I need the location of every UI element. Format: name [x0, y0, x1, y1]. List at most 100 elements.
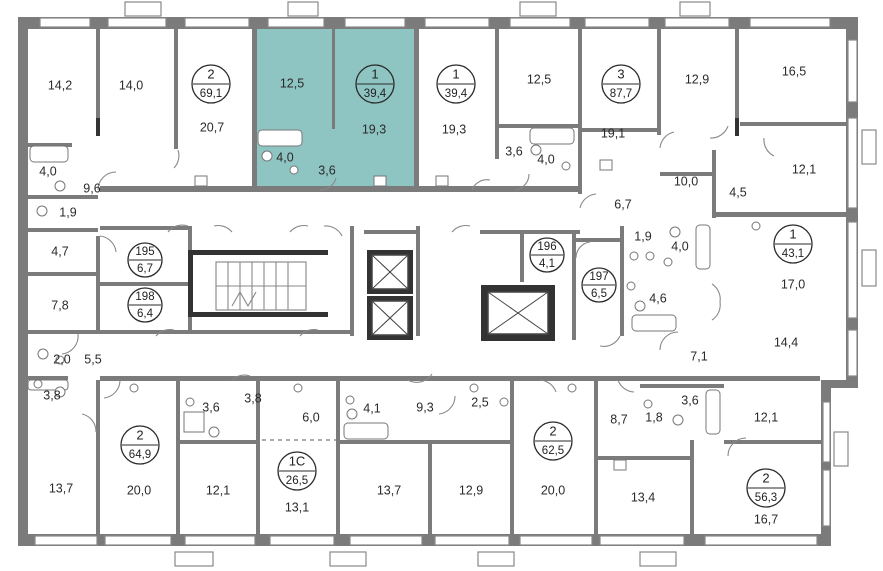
storage-badge[interactable]: 197 6,5 [581, 267, 617, 303]
room-area: 8,7 [610, 412, 627, 426]
room-area: 4,5 [729, 185, 746, 199]
room-area: 5,5 [84, 352, 101, 366]
apartment-badge[interactable]: 1 39,4 [355, 64, 395, 104]
apartment-rooms: 1 [789, 226, 796, 241]
apartment-rooms: 1 [452, 66, 459, 81]
storage-area: 6,4 [137, 308, 154, 320]
bathroom-fixtures [27, 127, 761, 471]
room-area: 9,3 [416, 400, 433, 414]
apartment-rooms: 2 [549, 423, 556, 438]
apartment-badge[interactable]: 1 39,4 [436, 64, 476, 104]
storage-badge[interactable]: 198 6,4 [127, 287, 163, 323]
apartment-area: 39,4 [364, 88, 387, 100]
room-area: 3,6 [318, 163, 335, 177]
room-area: 4,1 [363, 401, 380, 415]
apartment-badge[interactable]: 3 87,7 [601, 64, 641, 104]
room-area: 17,0 [781, 277, 805, 291]
apartment-badge[interactable]: 1 43,1 [773, 224, 813, 264]
room-area: 3,8 [43, 388, 60, 402]
room-area: 4,0 [39, 164, 56, 178]
room-area: 4,0 [537, 152, 554, 166]
room-area: 3,6 [681, 393, 698, 407]
room-area: 4,0 [276, 150, 293, 164]
room-area: 20,0 [127, 483, 151, 497]
room-area: 13,7 [49, 481, 73, 495]
apartment-rooms: 2 [762, 470, 769, 485]
apartment-area: 87,7 [610, 88, 632, 100]
room-area: 12,5 [527, 72, 551, 86]
apartment-area: 43,1 [782, 248, 804, 260]
storage-number: 198 [135, 291, 154, 303]
room-area: 12,1 [206, 483, 230, 497]
apartment-badge[interactable]: 2 62,5 [533, 421, 573, 461]
apartment-area: 62,5 [542, 445, 564, 457]
top-windows [39, 1, 831, 28]
room-area: 20,7 [200, 120, 224, 134]
storage-area: 4,1 [539, 258, 555, 270]
room-area: 14,4 [774, 335, 798, 349]
apartment-badge[interactable]: 2 69,1 [191, 64, 231, 104]
apartment-area: 56,3 [755, 492, 777, 504]
room-area: 3,8 [244, 391, 261, 405]
room-area: 10,0 [674, 174, 698, 188]
room-area: 14,2 [48, 78, 72, 92]
room-area: 6,0 [302, 410, 319, 424]
room-area: 1,9 [59, 205, 76, 219]
room-area: 12,9 [685, 72, 709, 86]
apartment-rooms: 2 [207, 66, 214, 81]
storage-number: 197 [589, 271, 608, 283]
storage-number: 196 [537, 241, 556, 253]
room-area: 16,5 [782, 64, 806, 78]
room-area: 1,8 [645, 410, 662, 424]
room-area: 1,9 [634, 229, 651, 243]
apartment-badge[interactable]: 2 56,3 [746, 468, 786, 508]
apartment-badge[interactable]: 1С 26,5 [277, 451, 317, 491]
outer-walls [18, 17, 858, 546]
room-area: 12,5 [280, 76, 304, 90]
room-area: 7,8 [51, 298, 68, 312]
apartment-rooms: 2 [136, 427, 143, 442]
room-area: 7,1 [690, 349, 707, 363]
storage-badge[interactable]: 195 6,7 [127, 242, 163, 278]
storage-area: 6,7 [137, 263, 153, 275]
room-area: 3,6 [505, 144, 522, 158]
room-area: 12,1 [754, 410, 778, 424]
storage-area: 6,5 [591, 288, 607, 300]
elevators [371, 254, 549, 336]
storage-badges: 195 6,7 196 4,1 197 6,5 198 6,4 [127, 237, 617, 323]
room-area: 14,0 [119, 78, 143, 92]
apartment-rooms: 3 [617, 66, 624, 81]
storage-badge[interactable]: 196 4,1 [529, 237, 565, 273]
storage-number: 195 [135, 246, 154, 258]
apartment-area: 26,5 [286, 475, 308, 487]
room-area: 4,7 [51, 244, 68, 258]
room-area: 3,6 [202, 400, 219, 414]
apartment-rooms: 1С [289, 453, 306, 468]
right-windows [822, 39, 877, 527]
room-area: 4,6 [649, 291, 666, 305]
room-area: 13,1 [285, 500, 309, 514]
apartment-area: 64,9 [129, 449, 151, 461]
room-area: 12,1 [792, 162, 816, 176]
apartment-area: 69,1 [200, 88, 222, 100]
apartment-badges: 2 69,1 1 39,4 1 39,4 3 87,7 1 43,1 [120, 64, 813, 508]
room-area: 20,0 [541, 483, 565, 497]
room-area-labels: 14,2 14,0 20,7 12,5 19,3 4,0 3,6 19,3 12… [39, 64, 816, 526]
room-area: 6,7 [614, 197, 631, 211]
apartment-area: 39,4 [445, 88, 468, 100]
room-area: 9,6 [83, 181, 100, 195]
apartment-rooms: 1 [371, 66, 378, 81]
room-area: 2,0 [53, 352, 70, 366]
room-area: 19,1 [601, 126, 625, 140]
room-area: 4,0 [671, 239, 688, 253]
room-area: 19,3 [442, 122, 466, 136]
room-area: 2,5 [471, 395, 488, 409]
room-area: 13,4 [631, 490, 655, 504]
doors [61, 125, 775, 457]
staircase [215, 261, 307, 311]
room-area: 19,3 [362, 122, 386, 136]
apartment-badge[interactable]: 2 64,9 [120, 425, 160, 465]
room-area: 13,7 [377, 483, 401, 497]
room-area: 12,9 [459, 483, 483, 497]
